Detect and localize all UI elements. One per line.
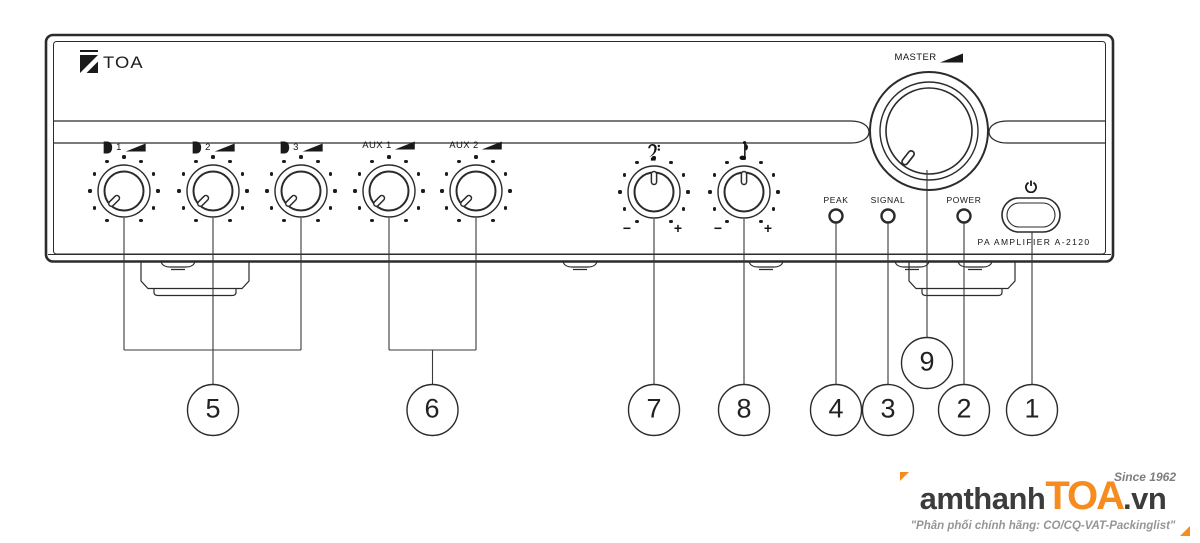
band-right-tip [988, 120, 1008, 144]
band-left-tip [850, 120, 870, 144]
callout-circle-5 [186, 383, 240, 437]
callout-circle-7 [627, 383, 681, 437]
led-indicators [828, 208, 972, 224]
peak-led [828, 208, 844, 224]
watermark-corner-accent-bottom-icon [1180, 526, 1190, 536]
callout-circles [186, 336, 1059, 437]
right-foot [908, 262, 1016, 290]
watermark-brand-suffix: .vn [1123, 481, 1167, 516]
bottom-tab [562, 261, 598, 271]
callout-circle-6 [406, 383, 459, 437]
watermark-brand-prefix: amthanh [919, 481, 1046, 516]
leader-6 [388, 218, 477, 384]
bottom-tab [748, 261, 784, 271]
chassis-feet [140, 261, 1016, 297]
knobs [86, 71, 989, 229]
callout-circle-1 [1005, 383, 1059, 437]
watermark-brand: amthanh TOA .vn [900, 476, 1186, 516]
watermark-since: Since 1962 [1113, 470, 1176, 484]
callout-circle-3 [861, 383, 915, 437]
left-foot-pad [153, 288, 237, 297]
callout-circle-8 [717, 383, 771, 437]
watermark-tagline: "Phân phối chính hãng: CO/CQ-VAT-Packing… [910, 520, 1176, 532]
control-band [54, 120, 1105, 144]
watermark-logo: amthanh TOA .vn Since 1962 "Phân phối ch… [900, 462, 1190, 536]
callout-circle-9 [900, 336, 954, 390]
left-foot [140, 262, 250, 290]
callout-circle-4 [809, 383, 863, 437]
bass-tone-knob [627, 165, 681, 219]
callout-circle-2 [937, 383, 991, 437]
callout-leader-lines [123, 170, 1033, 384]
bottom-tab [957, 261, 993, 271]
signal-led [880, 208, 896, 224]
watermark-corner-accent-top-icon [900, 472, 909, 481]
leader-5 [123, 218, 302, 384]
right-foot-pad [921, 288, 1003, 297]
treble-tone-knob [717, 165, 771, 219]
bottom-tab [160, 261, 196, 271]
power-led [956, 208, 972, 224]
power-button [1001, 197, 1061, 233]
master-volume-knob [869, 71, 989, 191]
watermark-brand-core: TOA [1045, 474, 1125, 518]
